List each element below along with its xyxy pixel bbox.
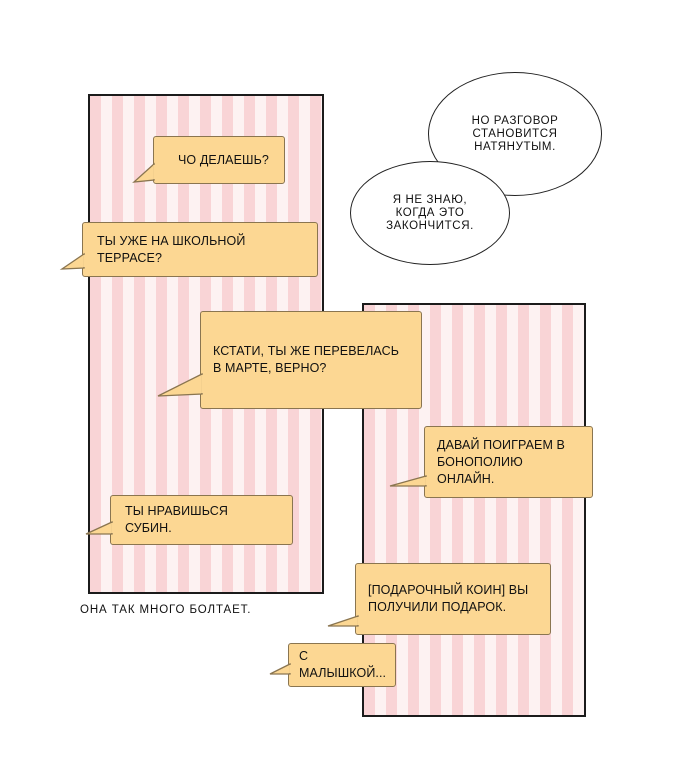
bubble-tail-icon <box>269 662 292 675</box>
chat-bubble-gift-coin: [ПОДАРОЧНЫЙ КОИН] ВЫ ПОЛУЧИЛИ ПОДАРОК. <box>355 563 551 635</box>
chat-bubble-text: ДАВАЙ ПОИГРАЕМ В БОНОПОЛИЮ ОНЛАЙН. <box>437 437 565 486</box>
speech-balloon-text: Я НЕ ЗНАЮ, КОГДА ЭТО ЗАКОНЧИТСЯ. <box>386 193 474 232</box>
chat-bubble-transferred-march: КСТАТИ, ТЫ ЖЕ ПЕРЕВЕЛАСЬ В МАРТЕ, ВЕРНО? <box>200 311 422 409</box>
bubble-tail-icon <box>132 162 156 183</box>
bubble-tail-icon <box>327 615 360 627</box>
speech-balloon-top: НО РАЗГОВОР СТАНОВИТСЯ НАТЯНУТЫМ. <box>428 72 602 196</box>
chat-bubble-text: ТЫ НРАВИШЬСЯ СУБИН. <box>125 504 229 535</box>
chat-bubble-text: ЧО ДЕЛАЕШЬ? <box>178 152 269 167</box>
bubble-tail-icon <box>157 372 204 397</box>
narration-caption: ОНА ТАК МНОГО БОЛТАЕТ. <box>80 604 252 616</box>
chat-bubble-with-baby: С МАЛЫШКОЙ... <box>288 643 396 687</box>
chat-bubble-school-terrace: ТЫ УЖЕ НА ШКОЛЬНОЙ ТЕРРАСЕ? <box>82 222 318 277</box>
chat-bubble-text: С МАЛЫШКОЙ... <box>299 649 387 680</box>
speech-balloon-bottom: Я НЕ ЗНАЮ, КОГДА ЭТО ЗАКОНЧИТСЯ. <box>350 161 510 265</box>
chat-bubble-text: КСТАТИ, ТЫ ЖЕ ПЕРЕВЕЛАСЬ В МАРТЕ, ВЕРНО? <box>213 344 399 375</box>
chat-bubble-text: ТЫ УЖЕ НА ШКОЛЬНОЙ ТЕРРАСЕ? <box>97 233 246 265</box>
chat-bubble-what-doing: ЧО ДЕЛАЕШЬ? <box>153 136 285 184</box>
speech-balloon-text: НО РАЗГОВОР СТАНОВИТСЯ НАТЯНУТЫМ. <box>471 114 559 153</box>
bubble-tail-icon <box>85 520 114 535</box>
bubble-tail-icon <box>59 252 86 270</box>
chat-panel-right <box>362 303 586 717</box>
chat-bubble-subin-likes-you: ТЫ НРАВИШЬСЯ СУБИН. <box>110 495 293 545</box>
chat-bubble-text: [ПОДАРОЧНЫЙ КОИН] ВЫ ПОЛУЧИЛИ ПОДАРОК. <box>368 583 529 614</box>
chat-bubble-bonopoly-online: ДАВАЙ ПОИГРАЕМ В БОНОПОЛИЮ ОНЛАЙН. <box>424 426 593 498</box>
bubble-tail-icon <box>389 475 428 487</box>
